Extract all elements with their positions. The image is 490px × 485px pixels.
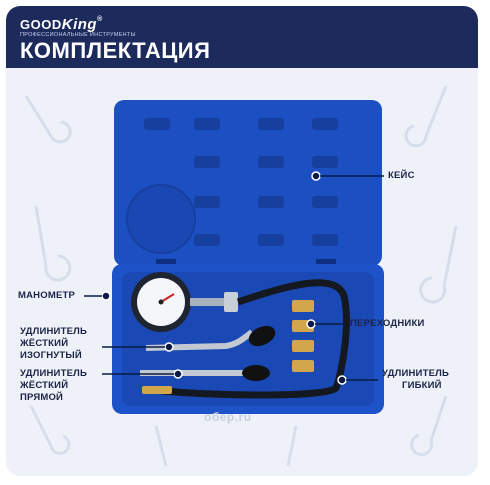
label-case: КЕЙС [388,170,415,181]
watermark: oбeр.ru [204,410,252,424]
adapters [292,300,314,372]
straight-extension [140,370,244,376]
flexible-hose [153,279,350,399]
bent-extension [145,329,254,351]
lid-slots [144,118,338,246]
product-card: GOODKing® ПРОФЕССИОНАЛЬНЫЕ ИНСТРУМЕНТЫ К… [6,6,478,476]
leader-lines [84,175,384,381]
header-bar: GOODKing® ПРОФЕССИОНАЛЬНЫЕ ИНСТРУМЕНТЫ К… [6,6,478,68]
label-gauge: МАНОМЕТР [18,290,76,301]
kit-case-illustration [84,100,384,414]
brand-subtitle: ПРОФЕССИОНАЛЬНЫЕ ИНСТРУМЕНТЫ [20,32,136,38]
label-adapters: ПЕРЕХОДНИКИ [350,318,425,329]
page-title: КОМПЛЕКТАЦИЯ [20,38,211,63]
background-tool-pattern [24,85,458,467]
lid-gauge-recess [126,184,196,254]
brand-logo: GOODKing® [20,16,103,33]
